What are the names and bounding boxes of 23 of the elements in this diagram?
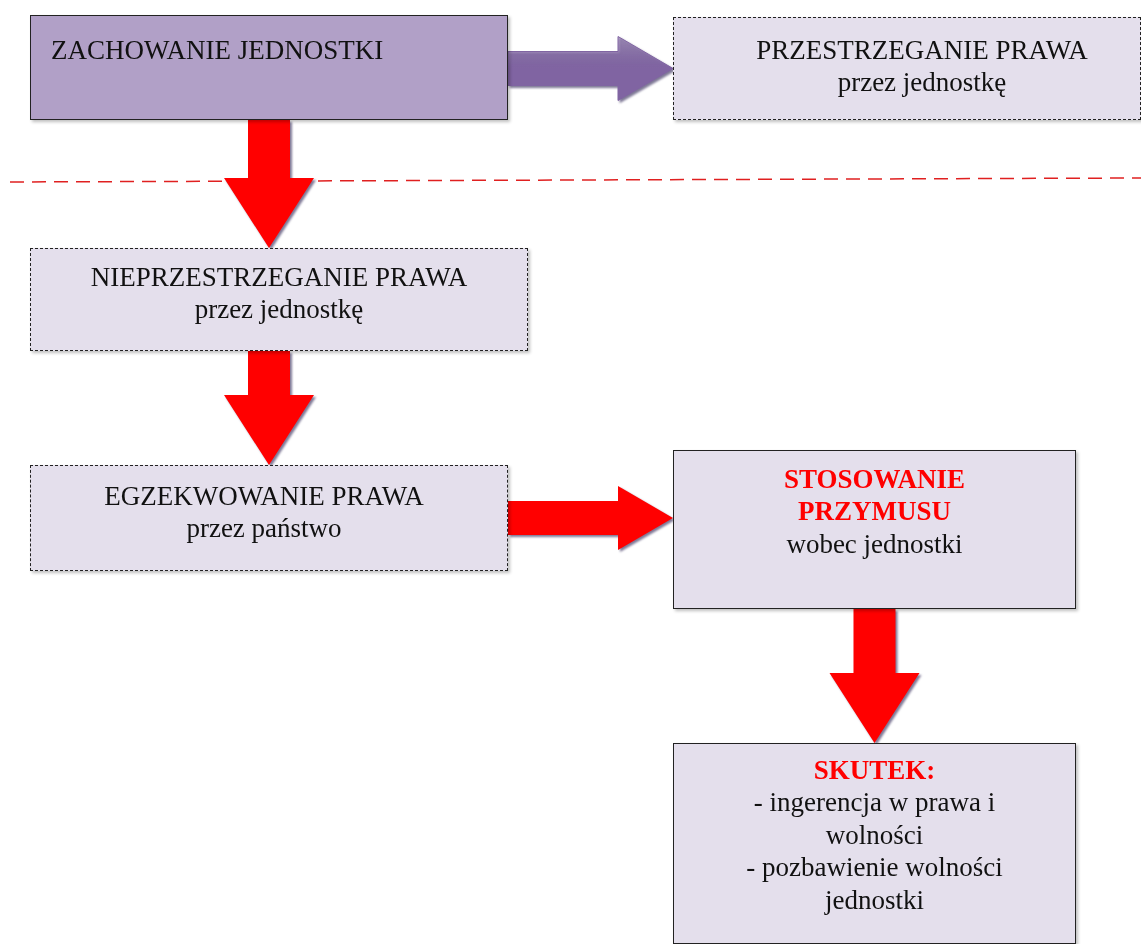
process-box <box>30 248 528 351</box>
box-title: SKUTEK: <box>813 754 936 787</box>
block-arrow <box>829 609 920 743</box>
process-box <box>30 465 508 571</box>
box-title: NIEPRZESTRZEGANIE PRAWA <box>90 261 468 294</box>
box-text: - pozbawienie wolności jednostki <box>745 851 1004 916</box>
block-arrow <box>508 486 673 550</box>
box-text: przez państwo <box>186 512 342 545</box>
box-text: przez jednostkę <box>194 293 364 326</box>
box-text: przez jednostkę <box>837 66 1007 99</box>
block-arrow <box>507 36 674 101</box>
box-title: ZACHOWANIE JEDNOSTKI <box>51 34 384 67</box>
process-box <box>673 17 1141 120</box>
heading-box <box>30 15 508 120</box>
process-box <box>673 450 1076 609</box>
process-box <box>673 743 1076 944</box>
box-text: - ingerencja w prawa i wolności <box>752 786 997 852</box>
block-arrow <box>224 351 314 465</box>
box-text: wobec jednostki <box>786 527 963 561</box>
box-title: EGZEKWOWANIE PRAWA <box>104 480 424 513</box>
box-title: STOSOWANIE PRZYMUSU <box>782 463 967 528</box>
block-arrow <box>224 120 314 248</box>
box-title: PRZESTRZEGANIE PRAWA <box>756 34 1088 67</box>
